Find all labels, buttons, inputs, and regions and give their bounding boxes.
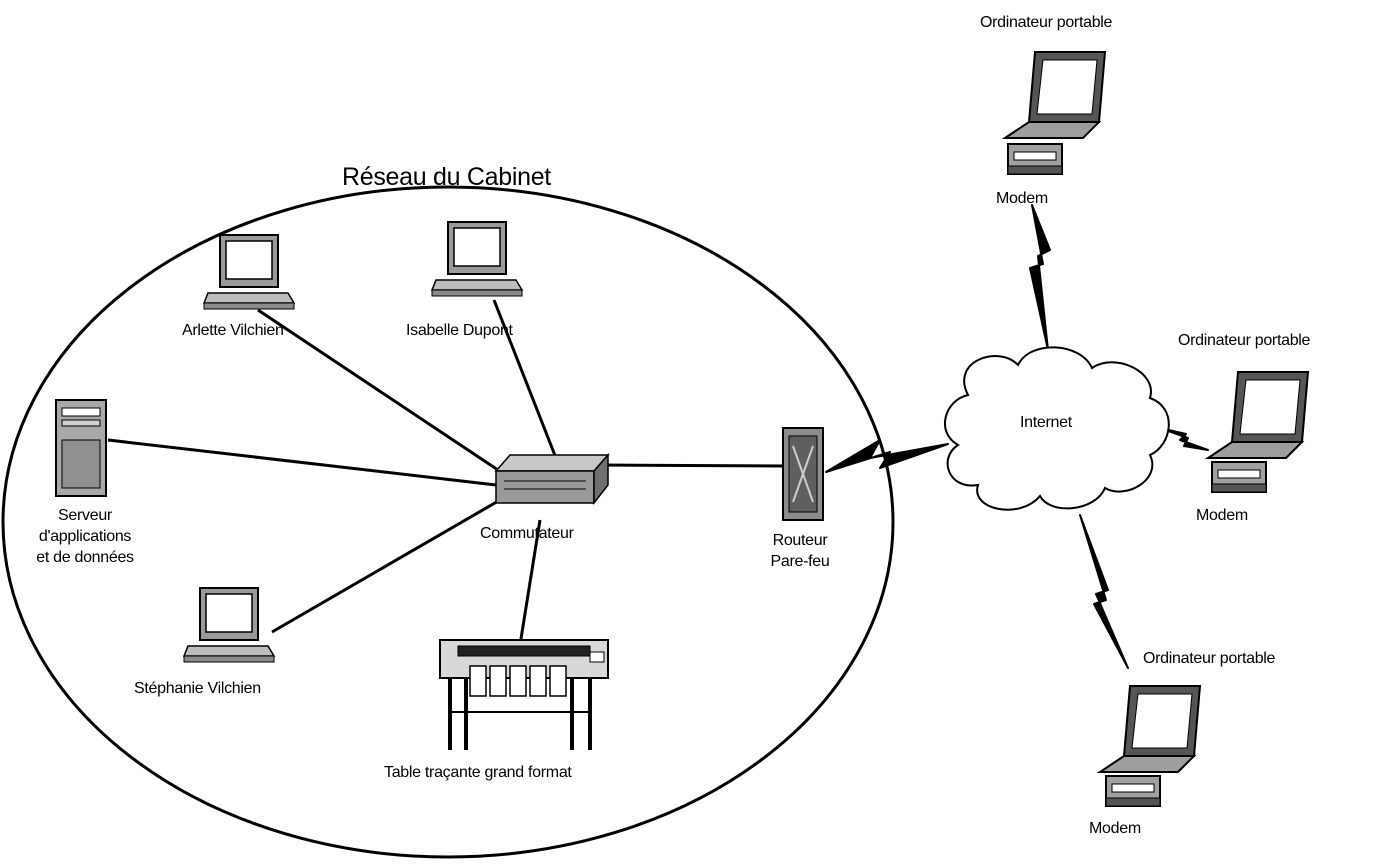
wan-link-internet-laptop3 [1079,514,1129,669]
label-plotter: Table traçante grand format [384,764,572,781]
label-server-line3: et de données [36,549,134,566]
laptop-icon [1204,371,1310,459]
desktop-computer-icon [430,221,524,297]
network-switch-icon [494,453,610,506]
modem-icon [1211,461,1267,493]
laptop-icon [1001,51,1107,139]
modem-icon [1007,143,1063,175]
label-server-line1: Serveur [58,507,112,524]
label-switch: Commutateur [480,525,574,542]
label-stephanie: Stéphanie Vilchien [134,680,261,697]
wan-link-modem1-internet [1029,204,1051,351]
label-modem-3: Modem [1089,820,1141,837]
link-server-switch [107,438,497,487]
label-laptop-3: Ordinateur portable [1143,650,1276,667]
modem-icon [1105,775,1161,807]
laptop-icon [1096,685,1202,773]
internet-cloud [943,346,1170,511]
label-router-line1: Routeur [772,532,828,549]
desktop-computer-icon [202,234,296,310]
wan-link-router-internet [825,439,949,473]
link-isabelle-switch [492,299,558,459]
link-plotter-switch [518,519,542,646]
link-stephanie-switch [271,498,501,634]
label-server-line2: d'applications [38,528,132,545]
wan-links [825,204,1209,669]
label-internet: Internet [1020,414,1072,431]
wan-link-internet-laptop2 [1159,427,1209,451]
label-modem-2: Modem [1196,507,1248,524]
label-modem-1: Modem [996,190,1048,207]
label-router: Routeur Pare-feu [745,530,855,572]
link-switch-router [599,463,784,468]
label-router-line2: Pare-feu [770,553,830,570]
plotter-icon [439,639,609,750]
label-laptop-1: Ordinateur portable [980,14,1113,31]
office-network-boundary [1,185,895,859]
router-firewall-icon [782,427,824,521]
link-arlette-switch [257,308,511,480]
wired-links [107,299,784,646]
desktop-computer-icon [182,587,276,663]
server-tower-icon [55,399,107,497]
label-isabelle: Isabelle Dupont [406,322,513,339]
label-server: Serveur d'applications et de données [10,505,160,568]
network-title: Réseau du Cabinet [342,163,551,191]
label-arlette: Arlette Vilchien [182,322,284,339]
label-laptop-2: Ordinateur portable [1178,332,1311,349]
